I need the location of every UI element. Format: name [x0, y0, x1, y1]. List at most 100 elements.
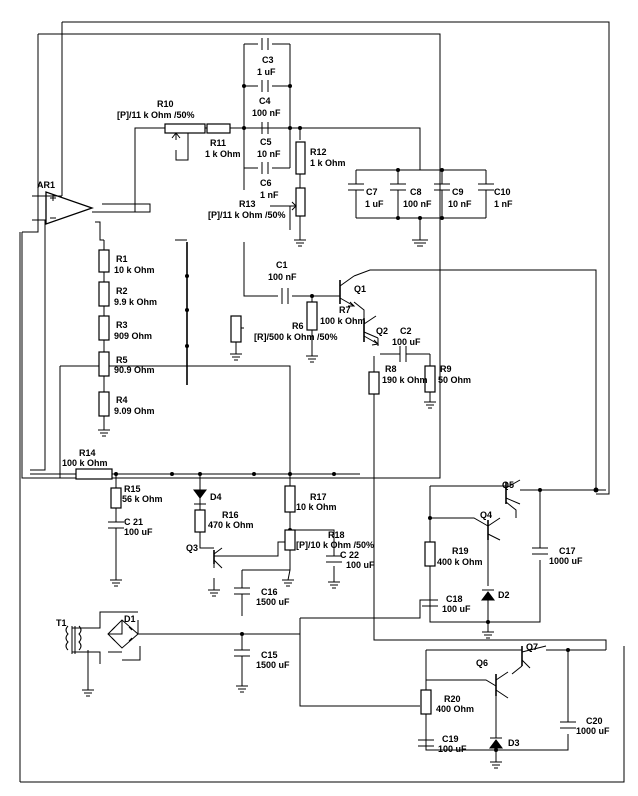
r17-ref: R17	[310, 492, 327, 502]
c10-value: 1 nF	[494, 199, 513, 209]
r2-value: 9.9 k Ohm	[114, 297, 157, 307]
c20-ref: C20	[586, 716, 603, 726]
power-input: T1 D1 C15 1500 uF	[56, 614, 290, 670]
c20-value: 1000 uF	[576, 726, 610, 736]
c21-value: 100 uF	[124, 527, 153, 537]
c19-ref: C19	[442, 734, 459, 744]
r7-value: 100 k Ohm	[320, 316, 366, 326]
r15-ref: R15	[124, 484, 141, 494]
ar1-label: AR1	[37, 180, 55, 190]
c19-value: 100 uF	[438, 744, 467, 754]
junction-dots	[102, 84, 599, 752]
filter-resistors: R10 [P]/11 k Ohm /50% R11 1 k Ohm R12 1 …	[117, 99, 346, 220]
q4-label: Q4	[480, 510, 492, 520]
c7-value: 1 uF	[365, 199, 384, 209]
c6-value: 1 nF	[260, 190, 279, 200]
r19-value: 400 k Ohm	[437, 557, 483, 567]
d2-label: D2	[498, 590, 510, 600]
r4-ref: R4	[116, 395, 128, 405]
c16-ref: C16	[261, 587, 278, 597]
r2-ref: R2	[116, 286, 128, 296]
r19-ref: R19	[452, 546, 469, 556]
r3-ref: R3	[116, 320, 128, 330]
c8-ref: C8	[410, 187, 422, 197]
r15-value: 56 k Ohm	[122, 494, 163, 504]
q1-label: Q1	[354, 284, 366, 294]
c2-ref: C2	[400, 326, 412, 336]
d4-label: D4	[210, 492, 222, 502]
r1-ref: R1	[116, 254, 128, 264]
r16-ref: R16	[222, 510, 239, 520]
c15-value: 1500 uF	[256, 660, 290, 670]
r5-ref: R5	[116, 355, 128, 365]
wiring	[19, 21, 625, 783]
r16-value: 470 k Ohm	[208, 520, 254, 530]
c22-value: 100 uF	[346, 560, 375, 570]
c2-value: 100 uF	[392, 337, 421, 347]
c18-value: 100 uF	[442, 604, 471, 614]
regulator-lower: Q7 Q6 R20 400 Ohm C19 100 uF D3 C20 1000…	[418, 642, 610, 754]
bias-network: R14 100 k Ohm R15 56 k Ohm C 21 100 uF D…	[62, 448, 375, 607]
c6-ref: C6	[260, 178, 272, 188]
r7-ref: R7	[339, 305, 351, 315]
r9-ref: R9	[440, 364, 452, 374]
q3-label: Q3	[186, 543, 198, 553]
c3-value: 1 uF	[257, 67, 276, 77]
d3-label: D3	[508, 738, 520, 748]
voltage-divider: R1 10 k Ohm R2 9.9 k Ohm R3 909 Ohm R5 9…	[98, 249, 157, 417]
transistors-q1-q2: Q1 Q2	[339, 275, 388, 346]
r3-value: 909 Ohm	[114, 331, 152, 341]
c18-ref: C18	[446, 594, 463, 604]
r14-value: 100 k Ohm	[62, 458, 108, 468]
ground-symbols	[82, 239, 502, 769]
r18-value: [P]/10 k Ohm /50%	[296, 540, 374, 550]
output-capacitors: C7 1 uF C8 100 nF C9 10 nF C10 1 nF	[348, 183, 513, 209]
c9-value: 10 nF	[448, 199, 472, 209]
c15-ref: C15	[261, 650, 278, 660]
output-stage: C2 100 uF R8 190 k Ohm R9 50 Ohm	[368, 326, 471, 395]
r5-value: 90.9 Ohm	[114, 365, 155, 375]
r1-value: 10 k Ohm	[114, 265, 155, 275]
c1-value: 100 nF	[268, 272, 297, 282]
r14-ref: R14	[79, 448, 96, 458]
c17-value: 1000 uF	[549, 556, 583, 566]
q2-label: Q2	[376, 326, 388, 336]
q6-label: Q6	[476, 658, 488, 668]
c4-ref: C4	[259, 96, 271, 106]
r8-ref: R8	[385, 364, 397, 374]
t1-label: T1	[56, 618, 67, 628]
input-stage: C1 100 nF R7 100 k Ohm R6 [R]/500 k Ohm …	[230, 260, 366, 343]
c1-ref: C1	[276, 260, 288, 270]
r8-value: 190 k Ohm	[382, 375, 428, 385]
q5-label: Q5	[502, 480, 514, 490]
c16-value: 1500 uF	[256, 597, 290, 607]
c17-ref: C17	[559, 546, 576, 556]
c3-ref: C3	[262, 55, 274, 65]
c8-value: 100 nF	[403, 199, 432, 209]
c22-ref: C 22	[340, 550, 359, 560]
r13-value: [P]/11 k Ohm /50%	[208, 210, 286, 220]
r12-value: 1 k Ohm	[310, 158, 346, 168]
r17-value: 10 k Ohm	[296, 502, 337, 512]
d1-label: D1	[124, 614, 136, 624]
r10-ref: R10	[157, 99, 174, 109]
r18-ref: R18	[328, 530, 345, 540]
r20-ref: R20	[444, 694, 461, 704]
r6-ref: R6	[292, 321, 304, 331]
c7-ref: C7	[366, 187, 378, 197]
regulator-upper: Q5 Q4 R19 400 k Ohm D2 C18 100 uF C17 10…	[422, 479, 583, 614]
c21-ref: C 21	[124, 517, 143, 527]
r10-value: [P]/11 k Ohm /50%	[117, 110, 195, 120]
r4-value: 9.09 Ohm	[114, 406, 155, 416]
r13-ref: R13	[239, 199, 256, 209]
r6-value: [R]/500 k Ohm /50%	[254, 332, 338, 342]
r20-value: 400 Ohm	[436, 704, 474, 714]
r12-ref: R12	[310, 147, 327, 157]
r9-value: 50 Ohm	[438, 375, 471, 385]
feedback-capacitors: C3 1 uF C4 100 nF C5 10 nF C6 1 nF	[252, 38, 281, 200]
c5-value: 10 nF	[257, 149, 281, 159]
c10-ref: C10	[494, 187, 511, 197]
r11-ref: R11	[210, 138, 226, 148]
c4-value: 100 nF	[252, 108, 281, 118]
